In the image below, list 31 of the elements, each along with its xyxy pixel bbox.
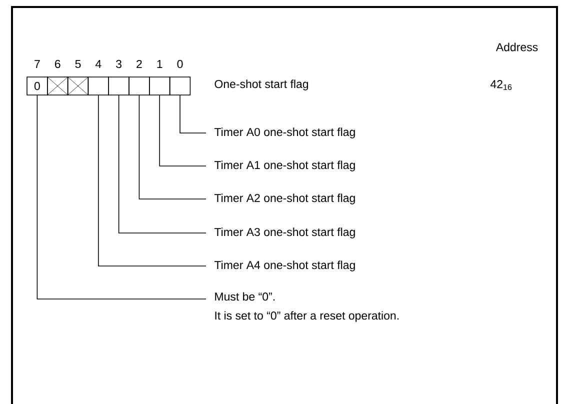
register-cell: 0 bbox=[26, 76, 48, 96]
bit-number: 0 bbox=[177, 60, 183, 68]
bit-number: 5 bbox=[75, 60, 81, 68]
register-cell bbox=[128, 76, 150, 96]
leader-line bbox=[138, 95, 206, 200]
leader-line bbox=[159, 95, 206, 166]
address-value: 42$_{16}$ bbox=[490, 80, 512, 90]
bit-number: 1 bbox=[157, 60, 162, 68]
leader-line bbox=[98, 95, 206, 266]
bit-number: 4 bbox=[95, 60, 102, 68]
register-cell bbox=[88, 76, 109, 96]
register-cell bbox=[149, 76, 170, 96]
description-text: Timer A0 one-shot start flag bbox=[214, 128, 355, 138]
bit-number: 2 bbox=[136, 60, 142, 68]
leader-line bbox=[36, 95, 206, 300]
leader-line bbox=[180, 95, 206, 134]
register-cell bbox=[169, 76, 191, 96]
description-text: Timer A4 one-shot start flag bbox=[214, 260, 355, 272]
register-cell bbox=[47, 76, 68, 96]
column-heading: Address bbox=[496, 42, 538, 52]
description-text: Must be “0”. It is set to “0” after a reset operation. bbox=[215, 292, 398, 322]
bit-number: 7 bbox=[34, 60, 40, 68]
bit-number: 3 bbox=[116, 60, 122, 68]
description-text: Timer A2 one-shot start flag bbox=[214, 194, 355, 204]
register-cell bbox=[67, 76, 89, 96]
leader-line bbox=[118, 95, 206, 234]
register-name: One-shot start flag bbox=[214, 80, 308, 90]
bit-number: 6 bbox=[54, 60, 60, 68]
description-text: Timer A1 one-shot start flag bbox=[214, 160, 355, 172]
description-text: Timer A3 one-shot start flag bbox=[214, 228, 355, 238]
register-cell bbox=[108, 76, 130, 96]
